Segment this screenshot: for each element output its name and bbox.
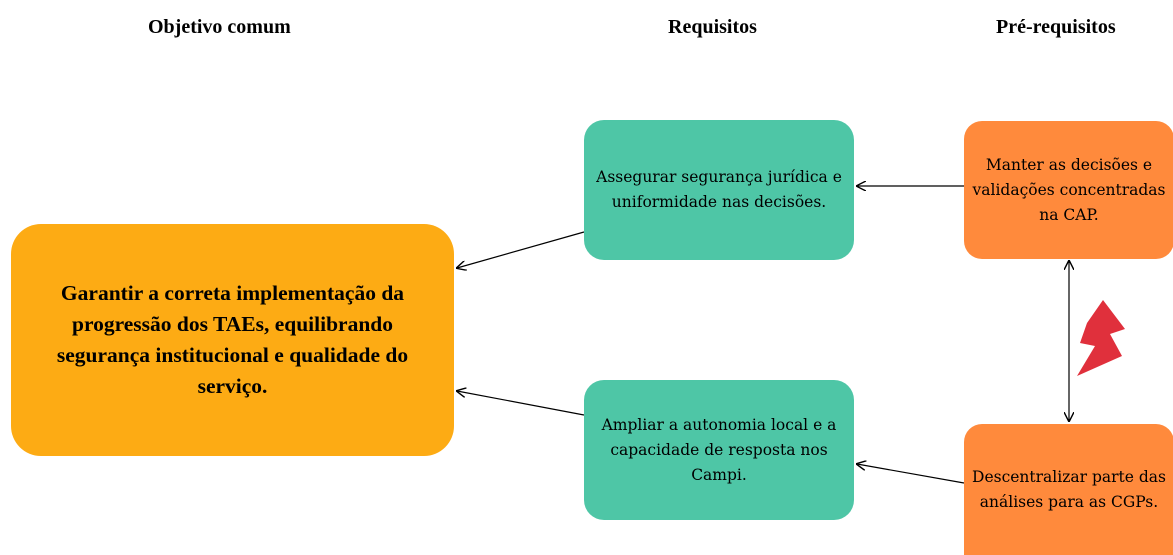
header-objetivo-comum: Objetivo comum <box>148 16 291 38</box>
arrow-req2-to-goal <box>457 391 585 416</box>
requirement-text-2: Ampliar a autonomia local e a capacidade… <box>601 415 837 484</box>
prerequisite-text-1: Manter as decisões e validações concentr… <box>972 155 1166 224</box>
goal-box: Garantir a correta implementação da prog… <box>11 224 454 456</box>
requirement-box-2: Ampliar a autonomia local e a capacidade… <box>584 380 854 520</box>
arrow-req1-to-goal <box>457 231 585 268</box>
prerequisite-box-2: Descentralizar parte das análises para a… <box>964 424 1173 555</box>
requirement-box-1: Assegurar segurança jurídica e uniformid… <box>584 120 854 260</box>
header-pre-requisitos: Pré-requisitos <box>996 16 1116 38</box>
goal-text: Garantir a correta implementação da prog… <box>56 281 409 398</box>
requirement-text-1: Assegurar segurança jurídica e uniformid… <box>596 168 842 211</box>
prerequisite-box-1: Manter as decisões e validações concentr… <box>964 121 1173 259</box>
header-requisitos: Requisitos <box>668 16 757 38</box>
prerequisite-text-2: Descentralizar parte das análises para a… <box>972 467 1166 511</box>
lightning-bolt-icon <box>1077 300 1125 376</box>
arrow-pre2-to-req2 <box>857 464 965 484</box>
